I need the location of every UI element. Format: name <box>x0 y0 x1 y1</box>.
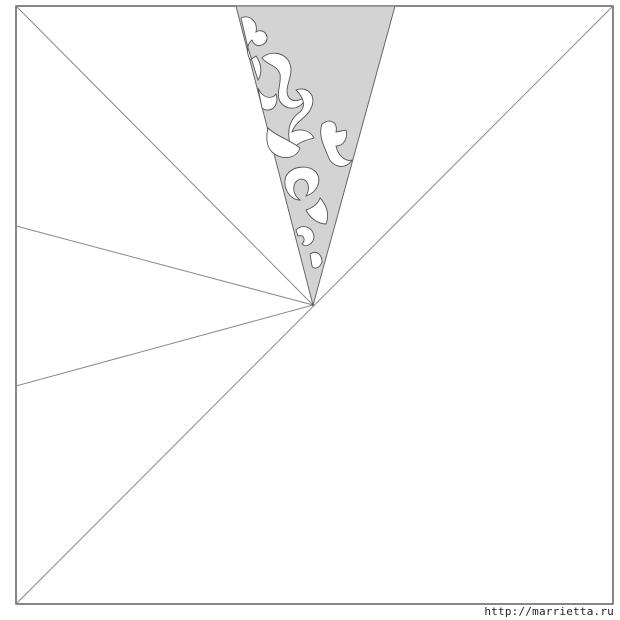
cutout-shape-notch-right <box>320 120 354 167</box>
cutout-shape-top-left <box>240 16 268 82</box>
cutout-shape-curl-low <box>295 226 315 247</box>
cutout-shape-tip <box>309 251 323 269</box>
cutout-shape-curl-mid <box>266 127 301 158</box>
cutout-shape-hook-2 <box>305 197 329 225</box>
cutout-shape-hook-1 <box>288 88 315 151</box>
watermark-url: http://marrietta.ru <box>484 605 614 618</box>
fold-line-horizontal-lower <box>15 304 314 387</box>
cutout-shape-swirl-2 <box>257 87 278 111</box>
fold-line-main-diagonal <box>15 5 614 605</box>
fold-line-horizontal-upper <box>15 225 314 306</box>
shaded-wedge <box>235 5 396 307</box>
fold-center-point <box>311 303 315 307</box>
cutout-shape-swirl-3 <box>284 166 320 201</box>
fold-line-diagonal-top-left <box>15 5 314 306</box>
shaded-wedge-group <box>235 5 396 307</box>
